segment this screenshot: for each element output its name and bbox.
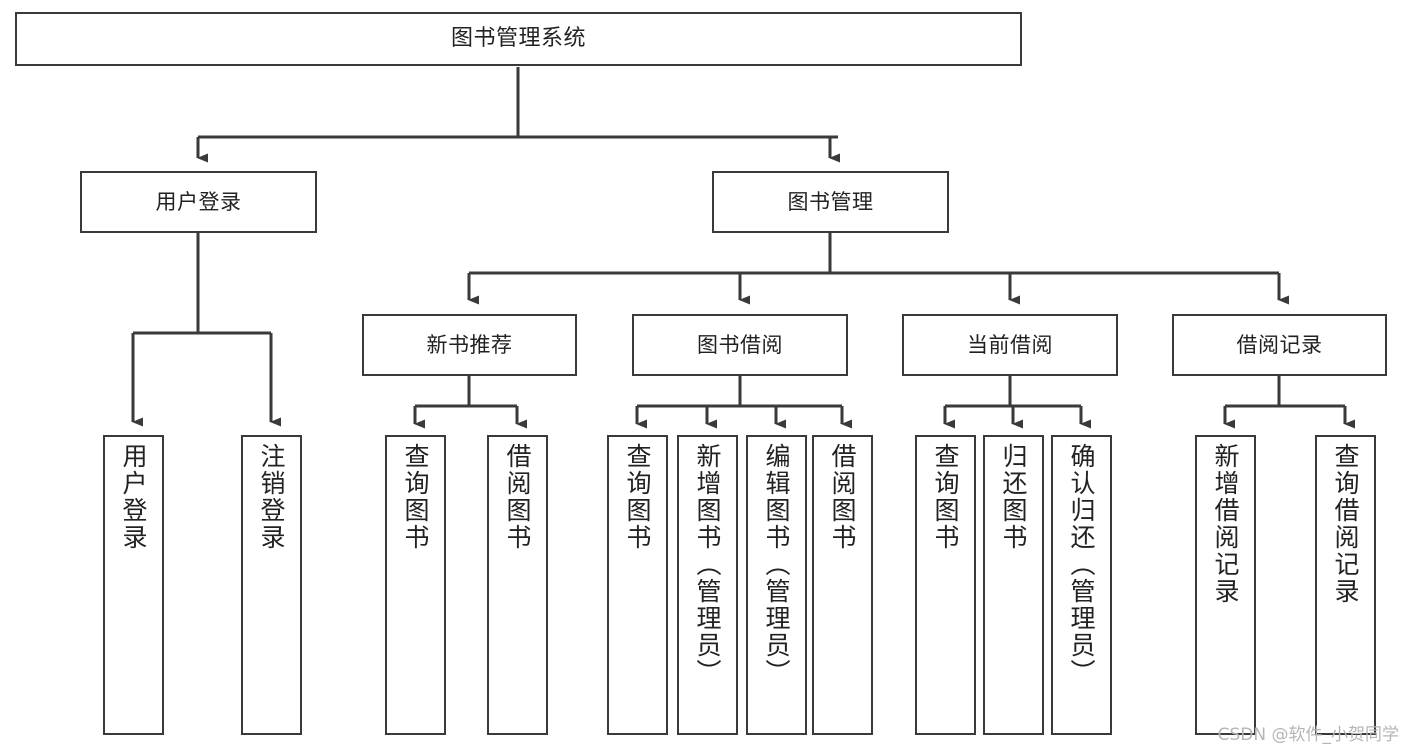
node-label: 查询图书 xyxy=(623,443,652,551)
leaf-current-borrow-confirm-return[interactable]: 确认归还（管理员） xyxy=(1051,435,1112,735)
node-root-system[interactable]: 图书管理系统 xyxy=(15,12,1022,66)
node-label: 借阅记录 xyxy=(1236,332,1323,357)
node-label: 当前借阅 xyxy=(967,332,1053,357)
leaf-current-borrow-query[interactable]: 查询图书 xyxy=(915,435,976,735)
leaf-new-book-query[interactable]: 查询图书 xyxy=(385,435,446,735)
node-label: 查询借阅记录 xyxy=(1331,443,1360,605)
node-new-book-recommend[interactable]: 新书推荐 xyxy=(362,314,577,376)
leaf-book-borrow-borrow[interactable]: 借阅图书 xyxy=(812,435,873,735)
node-label: 查询图书 xyxy=(401,443,430,551)
node-label: 新增图书（管理员） xyxy=(693,443,722,686)
node-label: 图书借阅 xyxy=(697,332,783,357)
leaf-book-borrow-edit[interactable]: 编辑图书（管理员） xyxy=(746,435,807,735)
leaf-book-borrow-add[interactable]: 新增图书（管理员） xyxy=(677,435,738,735)
node-label: 借阅图书 xyxy=(828,443,857,551)
node-label: 归还图书 xyxy=(999,443,1028,551)
node-label: 编辑图书（管理员） xyxy=(762,443,791,686)
node-label: 新增借阅记录 xyxy=(1211,443,1240,605)
node-book-borrow[interactable]: 图书借阅 xyxy=(632,314,848,376)
leaf-borrow-record-query[interactable]: 查询借阅记录 xyxy=(1315,435,1376,735)
node-label: 图书管理系统 xyxy=(450,26,586,52)
node-book-management[interactable]: 图书管理 xyxy=(712,171,949,233)
node-current-borrow[interactable]: 当前借阅 xyxy=(902,314,1118,376)
leaf-user-login-logout[interactable]: 注销登录 xyxy=(241,435,302,735)
node-label: 图书管理 xyxy=(787,189,874,214)
node-label: 新书推荐 xyxy=(426,332,513,357)
leaf-new-book-borrow[interactable]: 借阅图书 xyxy=(487,435,548,735)
node-label: 确认归还（管理员） xyxy=(1067,443,1096,686)
node-label: 用户登录 xyxy=(119,443,148,551)
csdn-watermark: CSDN @软件_小贺同学 xyxy=(1217,725,1399,745)
node-label: 借阅图书 xyxy=(503,443,532,551)
leaf-current-borrow-return[interactable]: 归还图书 xyxy=(983,435,1044,735)
node-user-login[interactable]: 用户登录 xyxy=(80,171,317,233)
leaf-book-borrow-query[interactable]: 查询图书 xyxy=(607,435,668,735)
node-label: 查询图书 xyxy=(931,443,960,551)
leaf-user-login-login[interactable]: 用户登录 xyxy=(103,435,164,735)
node-label: 注销登录 xyxy=(257,443,286,551)
node-label: 用户登录 xyxy=(155,189,242,214)
leaf-borrow-record-add[interactable]: 新增借阅记录 xyxy=(1195,435,1256,735)
node-borrow-record[interactable]: 借阅记录 xyxy=(1172,314,1387,376)
